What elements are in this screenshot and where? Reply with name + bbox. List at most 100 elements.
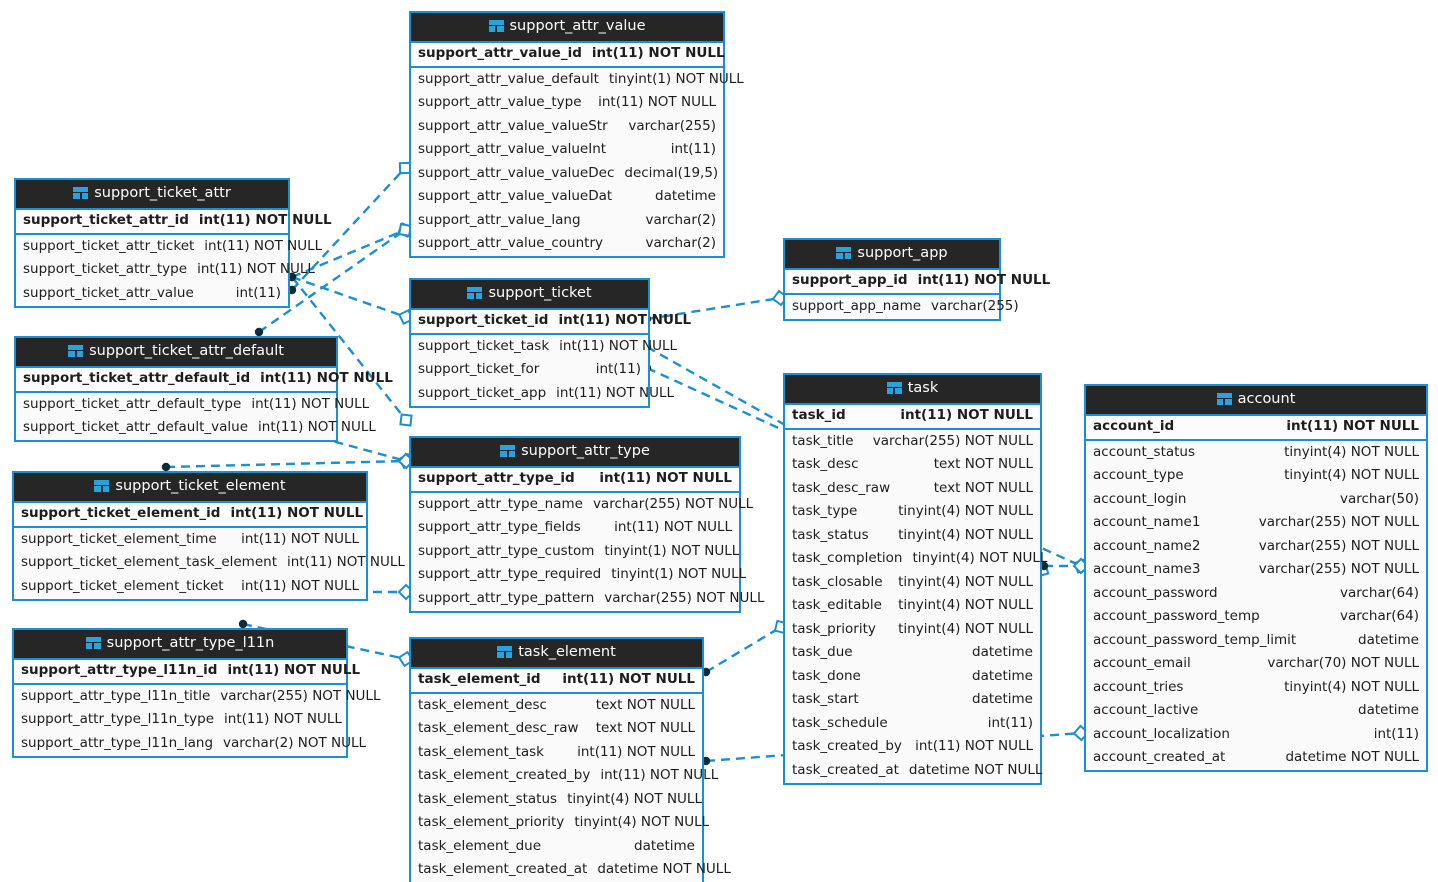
column-type: varchar(255) bbox=[931, 297, 1019, 314]
column-name: task_element_created_at bbox=[418, 861, 588, 877]
column-type: tinyint(4) NOT NULL bbox=[898, 573, 1033, 590]
entity-title-support_ticket_attr_default: support_ticket_attr_default bbox=[16, 338, 336, 366]
column-type: varchar(255) bbox=[628, 117, 716, 134]
column-name: support_ticket_element_task_element bbox=[21, 554, 277, 570]
column-name: support_attr_value_lang bbox=[418, 211, 581, 228]
column-name: support_attr_type_l11n_title bbox=[21, 687, 211, 704]
column-type: int(11) NOT NULL bbox=[241, 577, 359, 594]
column-type: datetime bbox=[634, 837, 695, 854]
column-name: task_element_created_by bbox=[418, 767, 591, 783]
column-type: int(11) NOT NULL bbox=[204, 237, 323, 254]
